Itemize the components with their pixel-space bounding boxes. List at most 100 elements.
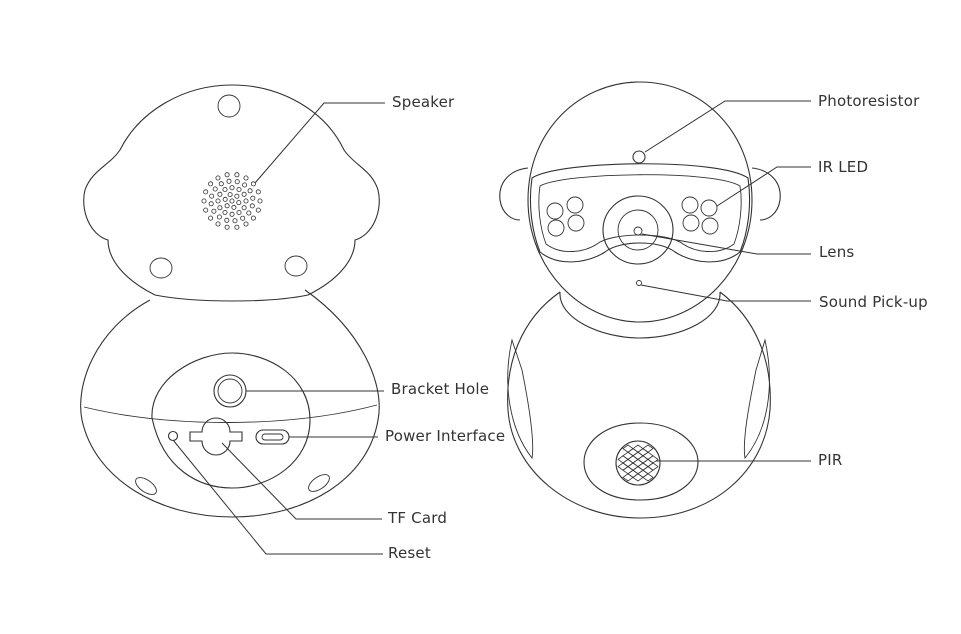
front-visor-inner — [538, 174, 742, 252]
power-port — [255, 429, 290, 445]
speaker-hole — [203, 189, 209, 195]
leader-reset — [172, 439, 383, 555]
leader-lines — [172, 100, 811, 555]
pir-mesh-cell — [647, 462, 659, 471]
speaker-hole — [247, 188, 253, 194]
speaker-hole — [215, 198, 221, 204]
speaker-hole — [246, 210, 252, 216]
speaker-hole — [250, 181, 256, 187]
speaker-hole — [249, 203, 255, 209]
lens-ring — [617, 209, 659, 251]
pir-mesh-cell — [622, 451, 634, 460]
pir-mesh-cell — [632, 473, 644, 482]
speaker-hole — [236, 200, 242, 206]
label-bracket-hole: Bracket Hole — [391, 380, 490, 398]
speaker-hole — [243, 175, 249, 181]
speaker-hole — [240, 215, 246, 221]
ir-led — [700, 199, 718, 217]
speaker-hole — [250, 215, 256, 221]
leader-sound-pickup — [640, 284, 811, 302]
speaker-hole — [250, 195, 256, 201]
speaker-hole — [224, 217, 230, 223]
front-base-body — [507, 291, 771, 519]
pir-mesh-cell — [622, 458, 634, 468]
speaker-hole — [243, 198, 249, 204]
speaker-hole — [216, 214, 222, 220]
ir-led — [566, 196, 584, 214]
pir-mesh-cell — [627, 448, 639, 457]
speaker-hole — [208, 201, 214, 207]
pir-sensor — [615, 440, 661, 486]
back-view-camera — [80, 84, 380, 518]
front-arm-left — [507, 338, 534, 460]
pir-mesh-cell — [622, 473, 634, 482]
front-visor — [529, 163, 751, 263]
leader-lens — [641, 233, 811, 255]
speaker-hole — [234, 224, 240, 230]
speaker-hole — [241, 205, 247, 211]
pir-mesh-cell — [622, 466, 634, 475]
speaker-hole — [211, 208, 217, 214]
pir-mesh — [617, 444, 659, 482]
label-photoresistor: Photoresistor — [818, 92, 920, 110]
speaker-hole — [227, 192, 233, 198]
speaker-hole — [226, 178, 232, 184]
leader-speaker — [254, 102, 385, 184]
speaker-hole — [241, 191, 247, 197]
front-neck-ring — [559, 291, 721, 339]
speaker-hole — [215, 221, 221, 227]
speaker-grille — [201, 172, 263, 230]
back-screw-right — [284, 255, 308, 277]
speaker-hole — [201, 198, 207, 204]
leader-ir-led — [716, 166, 811, 207]
pir-mesh-cell — [627, 462, 639, 471]
speaker-hole — [203, 207, 209, 213]
speaker-hole — [212, 186, 218, 192]
back-head — [83, 84, 380, 302]
pir-mesh-cell — [647, 455, 659, 464]
pir-housing — [583, 422, 699, 501]
speaker-hole — [217, 191, 223, 197]
pir-mesh-cell — [632, 466, 644, 475]
ir-led — [567, 214, 585, 232]
label-pir: PIR — [818, 451, 843, 469]
speaker-hole — [224, 203, 230, 209]
lens-center — [633, 226, 643, 236]
speaker-hole — [236, 186, 242, 192]
front-ear-left — [499, 167, 529, 221]
speaker-hole — [208, 215, 214, 221]
pir-mesh-cell — [617, 462, 629, 471]
ir-led — [701, 217, 719, 235]
speaker-hole — [209, 193, 215, 199]
speaker-hole — [234, 179, 240, 185]
back-screw-left — [149, 257, 173, 279]
leader-tf-card — [221, 442, 382, 520]
pir-mesh-cell — [637, 462, 649, 471]
pir-mesh-cell — [642, 451, 654, 460]
front-arm-right — [743, 338, 770, 460]
speaker-hole — [234, 193, 240, 199]
speaker-hole — [257, 198, 263, 204]
lens-outer — [602, 195, 674, 265]
pir-mesh-cell — [632, 444, 644, 453]
back-vent-left — [135, 477, 157, 495]
speaker-hole — [222, 209, 228, 215]
pir-mesh-cell — [637, 448, 649, 457]
label-sound-pickup: Sound Pick-up — [819, 293, 928, 311]
speaker-hole — [224, 224, 230, 230]
pir-mesh-cell — [632, 458, 644, 468]
speaker-hole — [217, 205, 223, 211]
pir-mesh-cell — [637, 469, 649, 478]
ir-led — [682, 214, 700, 232]
speaker-hole — [231, 204, 237, 210]
back-seam-line — [83, 404, 378, 423]
reset-hole — [167, 430, 179, 442]
speaker-hole — [243, 221, 249, 227]
pir-mesh-cell — [632, 451, 644, 460]
speaker-hole — [215, 175, 221, 181]
label-ir-led: IR LED — [818, 158, 869, 176]
speaker-hole — [229, 185, 235, 191]
back-vent-right — [308, 474, 330, 492]
front-head — [527, 81, 753, 323]
